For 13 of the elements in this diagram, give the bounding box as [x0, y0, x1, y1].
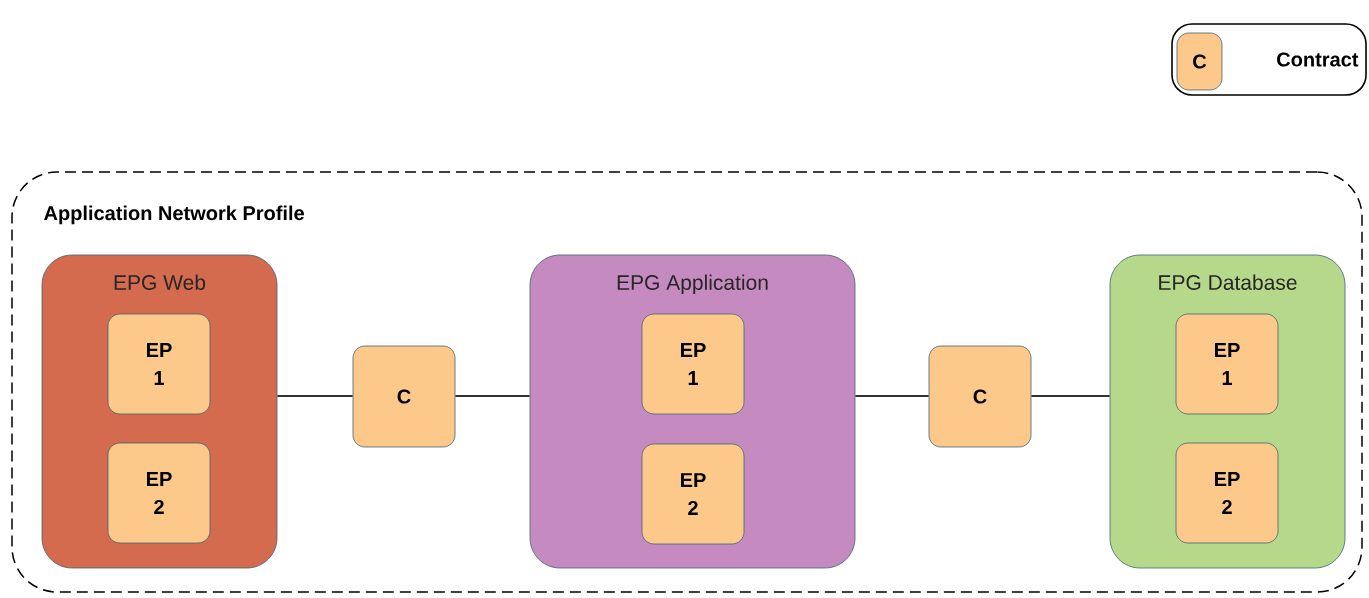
- contract-box: C: [352, 345, 456, 448]
- contract-box: C: [1176, 32, 1223, 91]
- connector-line: [454, 395, 531, 397]
- contract-box: C: [928, 345, 1032, 448]
- endpoint-box: EP 1: [1175, 313, 1279, 415]
- connector-line: [1030, 395, 1111, 397]
- endpoint-box: EP 2: [1175, 442, 1279, 544]
- connector-line: [276, 395, 354, 397]
- endpoint-box: EP 1: [107, 313, 211, 415]
- endpoint-box: EP 2: [641, 443, 745, 545]
- endpoint-box: EP 1: [641, 313, 745, 415]
- endpoint-box: EP 2: [107, 442, 211, 544]
- connector-line: [854, 395, 930, 397]
